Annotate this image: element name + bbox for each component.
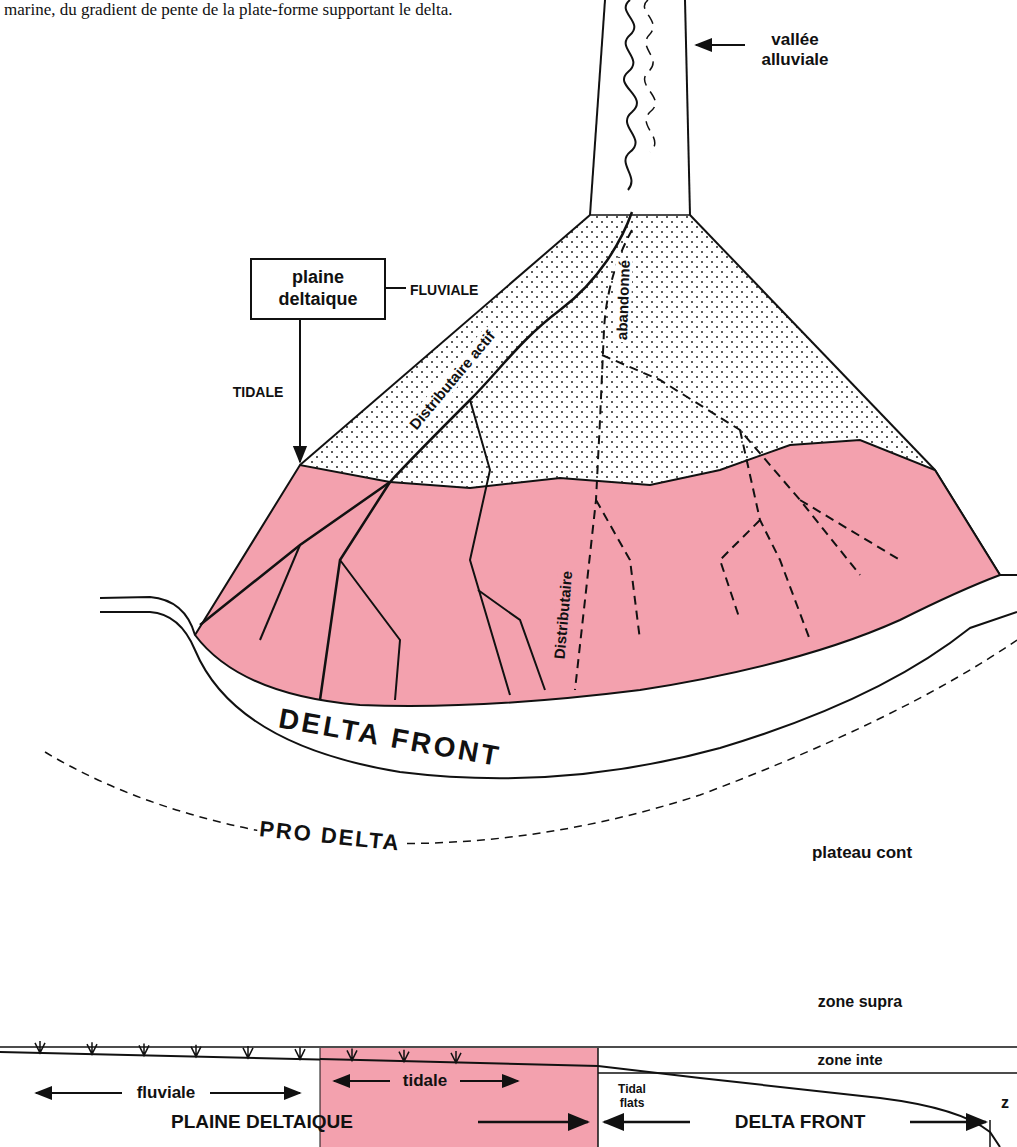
river-meander [624, 0, 637, 190]
section-label: Tidal flats [606, 1083, 658, 1111]
extent-arrow [210, 1092, 300, 1094]
extent-arrow [478, 1121, 588, 1124]
extent-arrow [460, 1080, 518, 1082]
grass-tuft [295, 1047, 305, 1059]
abandoned-branch [596, 500, 640, 640]
valley-mouth [590, 214, 690, 216]
leader-arrow [299, 320, 301, 462]
tidal-zone [320, 1048, 598, 1147]
leader-arrow [696, 44, 745, 46]
zone-label: DELTA FRONT [276, 703, 504, 774]
profile-surface [320, 1059, 598, 1066]
extent-arrow [910, 1121, 986, 1124]
vegetation [35, 1041, 461, 1063]
valley-label: vallée alluviale [749, 30, 841, 69]
river-meander [644, 0, 655, 152]
section-label: z [1001, 1094, 1009, 1112]
section-label: DELTA FRONT [735, 1111, 866, 1133]
valley-wall [685, 0, 690, 215]
distributary-branch [200, 482, 390, 625]
level-line [0, 1046, 1017, 1048]
extent-arrow [334, 1080, 390, 1082]
abandoned-branch [800, 500, 900, 560]
zone-label: zone supra [818, 993, 902, 1011]
zone-label: zone inte [817, 1051, 882, 1068]
plain-edge [300, 215, 590, 465]
zone-limit [989, 1120, 991, 1147]
grass-tuft [35, 1041, 45, 1053]
zone-label: plateau cont [812, 843, 912, 863]
caption-text: marine, du gradient de pente de la plate… [4, 0, 452, 20]
abandoned-branch [602, 355, 860, 575]
section-label: fluviale [137, 1083, 196, 1103]
valley-wall [590, 0, 605, 215]
level-line [598, 1072, 1017, 1074]
distributary-branch [340, 560, 400, 700]
distributary-branch [478, 590, 545, 690]
leader-line [386, 287, 406, 289]
zone-box: plaine deltaique [250, 258, 386, 320]
prodelta-limit [45, 640, 1017, 844]
extent-arrow [604, 1121, 690, 1124]
grass-tuft [139, 1043, 149, 1055]
abandoned-branch [720, 520, 760, 620]
distributary-branch [470, 400, 510, 695]
grass-tuft [451, 1051, 461, 1063]
grass-tuft [399, 1050, 409, 1062]
zone-limit [320, 1048, 321, 1147]
coastline [100, 597, 195, 635]
extent-arrow [36, 1092, 122, 1094]
active-distributary [390, 212, 632, 482]
distributary-branch [320, 482, 390, 700]
section-label: PLAINE DELTAIQUE [171, 1111, 353, 1133]
grass-tuft [243, 1046, 253, 1058]
zone-limit [597, 1048, 599, 1147]
grass-tuft [191, 1045, 201, 1057]
grass-tuft [87, 1042, 97, 1054]
section-label: tidale [403, 1071, 447, 1091]
zone-label: PRO DELTA [256, 816, 404, 856]
abandoned-branch [740, 430, 810, 640]
distributary-branch [260, 545, 300, 640]
plain-type-label: TIDALE [233, 384, 284, 400]
fluvial-plain [300, 215, 935, 488]
plain-edge [690, 215, 935, 470]
distributary-label: abandonné [613, 258, 633, 343]
grass-tuft [347, 1048, 357, 1060]
plain-type-label: FLUVIALE [410, 282, 478, 298]
box-text: plaine deltaique [262, 267, 374, 310]
